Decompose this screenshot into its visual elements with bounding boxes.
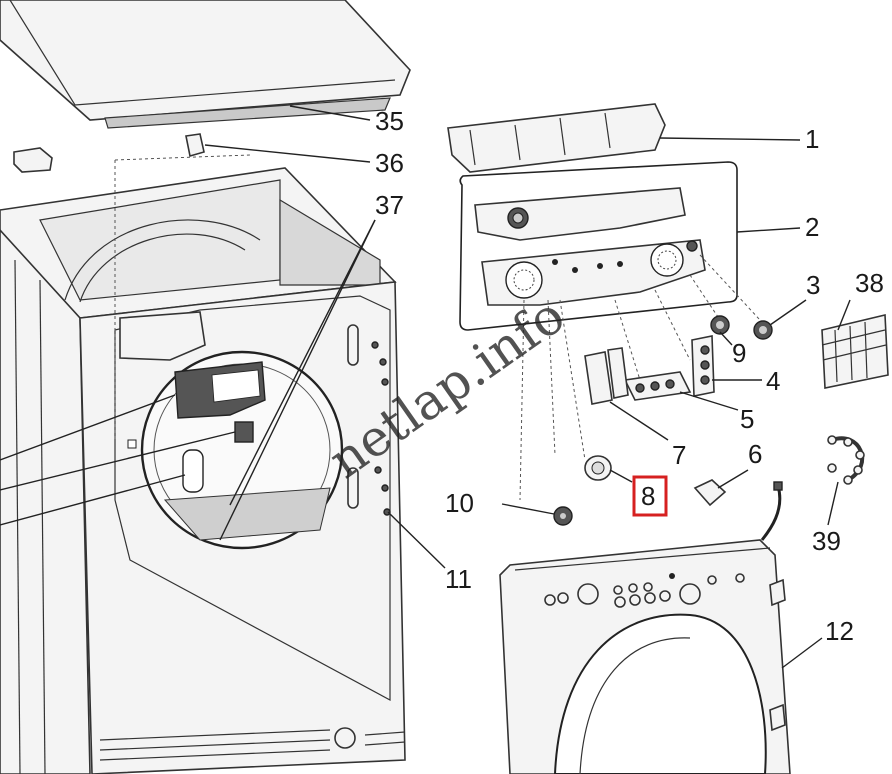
- filter-grid-38: [821, 313, 889, 389]
- push-buttons-5: [623, 371, 692, 401]
- arc-part-39: [827, 435, 865, 485]
- knob-3: [753, 320, 773, 340]
- button-bar-4: [691, 335, 715, 397]
- knob-8: [584, 455, 612, 481]
- callout-6: 6: [748, 439, 762, 469]
- callout-2: 2: [805, 212, 819, 242]
- callout-9: 9: [732, 338, 746, 368]
- callout-35: 35: [375, 106, 404, 136]
- callout-4: 4: [766, 366, 780, 396]
- connector-6: [693, 479, 727, 507]
- callout-38: 38: [855, 268, 884, 298]
- callout-5: 5: [740, 404, 754, 434]
- callout-7: 7: [672, 440, 686, 470]
- assembly-guides: [114, 154, 761, 501]
- button-holder-7: [584, 347, 629, 405]
- cable: [760, 481, 783, 541]
- callout-11: 11: [445, 564, 472, 594]
- callout-12: 12: [825, 616, 854, 646]
- callout-37: 37: [375, 190, 404, 220]
- callout-3: 3: [806, 270, 820, 300]
- callout-10: 10: [445, 488, 474, 518]
- callout-36: 36: [375, 148, 404, 178]
- bracket-36: [185, 133, 205, 158]
- callout-1: 1: [805, 124, 819, 154]
- washer-cabinet: [0, 167, 406, 774]
- callout-labels: 35 36 37 1 2 3 38 9 4 5 6 7 8 10 11 12 3…: [375, 106, 884, 646]
- knob-9: [710, 315, 730, 335]
- highlight-box: [632, 475, 668, 517]
- control-housing-top: [447, 103, 666, 173]
- control-board-box: [459, 161, 738, 331]
- front-panel-12: [499, 539, 791, 774]
- top-lid: [0, 0, 411, 129]
- side-clip: [13, 147, 53, 173]
- callout-8: 8: [641, 481, 655, 511]
- leader-lines: [0, 105, 851, 669]
- callout-39: 39: [812, 526, 841, 556]
- nut-10: [553, 506, 573, 526]
